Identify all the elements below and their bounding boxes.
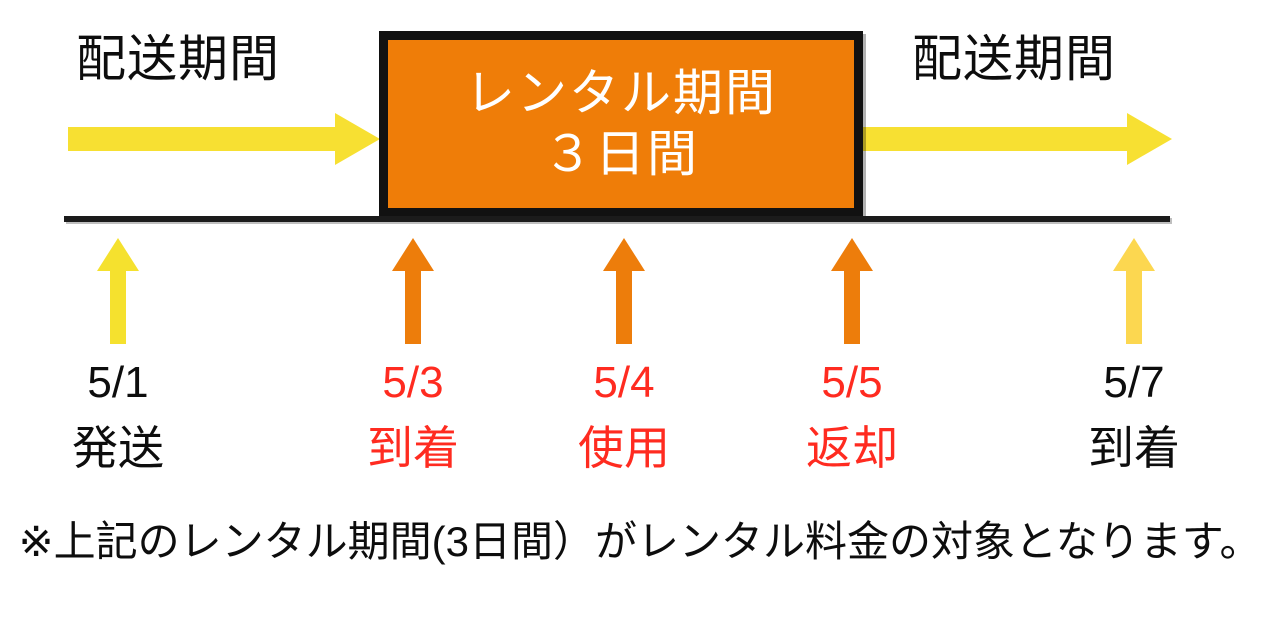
rental-period-box: レンタル期間 ３日間 <box>379 31 863 217</box>
timeline-axis <box>64 216 1170 222</box>
event-label-ship: 5/1 発送 <box>8 358 228 476</box>
right-delivery-period-label: 配送期間 <box>912 31 1116 87</box>
left-delivery-period-label: 配送期間 <box>76 31 280 87</box>
delivery-arrow-left-icon <box>68 113 380 165</box>
event-action-arrive: 到着 <box>367 421 459 474</box>
event-action-use: 使用 <box>578 421 670 474</box>
event-date-arrive: 5/3 <box>382 358 444 407</box>
event-action-ship: 発送 <box>72 421 164 474</box>
event-label-arrive-back: 5/7 到着 <box>1024 358 1244 476</box>
event-arrow-arrive-icon <box>392 238 434 344</box>
event-date-arrive-back: 5/7 <box>1103 358 1165 407</box>
delivery-arrow-right-icon <box>862 113 1172 165</box>
event-label-return: 5/5 返却 <box>742 358 962 476</box>
event-arrow-arrive-back-icon <box>1113 238 1155 344</box>
event-arrow-ship-icon <box>97 238 139 344</box>
event-label-arrive: 5/3 到着 <box>303 358 523 476</box>
event-arrow-return-icon <box>831 238 873 344</box>
event-arrow-use-icon <box>603 238 645 344</box>
event-date-ship: 5/1 <box>87 358 149 407</box>
event-date-use: 5/4 <box>593 358 655 407</box>
event-action-arrive-back: 到着 <box>1088 421 1180 474</box>
footnote-text: ※上記のレンタル期間(3日間）がレンタル料金の対象となります。 <box>18 518 1262 565</box>
event-date-return: 5/5 <box>821 358 883 407</box>
rental-period-title: レンタル期間 <box>465 65 777 121</box>
event-label-use: 5/4 使用 <box>514 358 734 476</box>
rental-period-duration: ３日間 <box>543 126 699 182</box>
event-action-return: 返却 <box>806 421 898 474</box>
